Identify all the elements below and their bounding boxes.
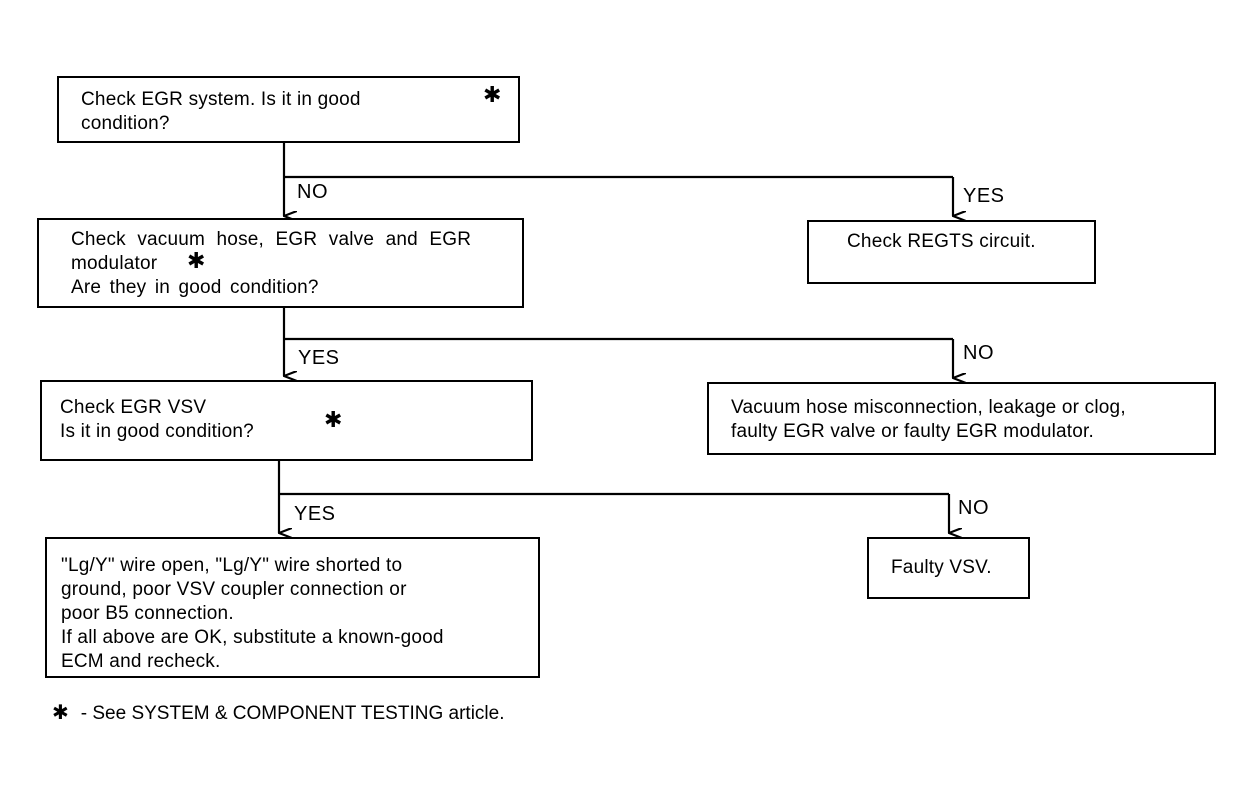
star-icon: ✱ <box>324 407 343 432</box>
box-text: Are they in good condition? <box>71 277 319 298</box>
star-icon: ✱ <box>483 82 502 107</box>
box-text: ECM and recheck. <box>61 651 221 672</box>
wire-fault-box: "Lg/Y" wire open, "Lg/Y" wire shorted to… <box>45 537 540 678</box>
box-text: poor B5 connection. <box>61 603 234 624</box>
faulty-vsv-box: Faulty VSV. <box>867 537 1030 599</box>
box-text: Check REGTS circuit. <box>847 231 1036 252</box>
star-icon: ✱ <box>187 248 206 273</box>
star-icon: ✱ <box>52 702 69 724</box>
label-yes: YES <box>294 503 336 525</box>
box-text: Check EGR system. Is it in good <box>81 89 361 110</box>
footnote-text: - See SYSTEM & COMPONENT TESTING article… <box>80 703 505 724</box>
footnote: ✱ - See SYSTEM & COMPONENT TESTING articl… <box>52 701 504 726</box>
vacuum-hose-box: Check vacuum hose, EGR valve and EGR mod… <box>37 218 524 308</box>
box-text: condition? <box>81 113 170 134</box>
box-text: Check EGR VSV <box>60 397 207 418</box>
box-text: Is it in good condition? <box>60 421 254 442</box>
label-no: NO <box>297 181 328 203</box>
box-text: faulty EGR valve or faulty EGR modulator… <box>731 421 1095 442</box>
label-yes: YES <box>298 347 340 369</box>
egr-vsv-box: Check EGR VSV Is it in good condition? ✱ <box>40 380 533 461</box>
vacuum-fault-box: Vacuum hose misconnection, leakage or cl… <box>707 382 1216 455</box>
label-yes: YES <box>963 185 1005 207</box>
label-no: NO <box>958 497 989 519</box>
box-text: modulator <box>71 253 158 274</box>
label-no: NO <box>963 342 994 364</box>
box-text: Vacuum hose misconnection, leakage or cl… <box>731 397 1126 418</box>
regts-box: Check REGTS circuit. <box>807 220 1096 284</box>
box-text: "Lg/Y" wire open, "Lg/Y" wire shorted to <box>61 555 403 576</box>
box-text: Check vacuum hose, EGR valve and EGR <box>71 229 472 250</box>
box-text: Faulty VSV. <box>891 557 992 578</box>
box-text: If all above are OK, substitute a known-… <box>61 627 444 648</box>
box-text: ground, poor VSV coupler connection or <box>61 579 407 600</box>
egr-system-box: Check EGR system. Is it in good conditio… <box>57 76 520 143</box>
